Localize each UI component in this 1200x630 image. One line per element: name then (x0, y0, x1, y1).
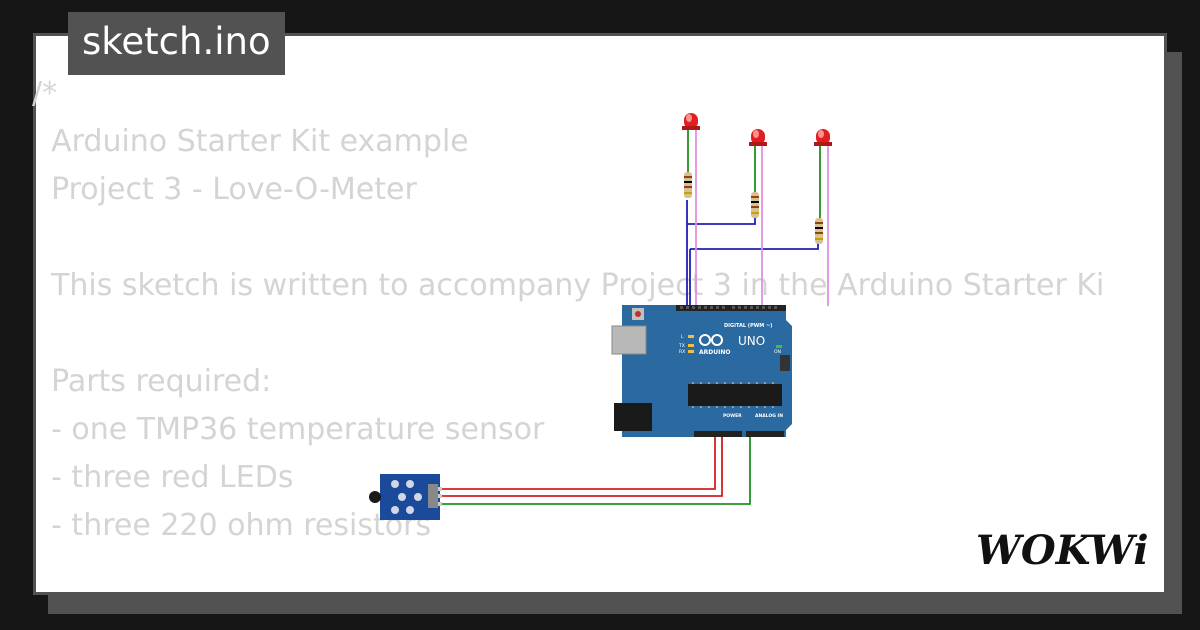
power-label: POWER (723, 413, 742, 419)
code-preview: /* Arduino Starter Kit example Project 3… (32, 70, 1104, 550)
wires (438, 130, 829, 505)
board-brand: ARDUINO (699, 349, 730, 356)
digital-label: DIGITAL (PWM ~) (724, 323, 772, 329)
code-line: Project 3 - Love-O-Meter (32, 172, 417, 207)
resistor-3[interactable] (815, 218, 823, 244)
wokwi-logo-text: WOKWi (976, 527, 1149, 574)
tmp36-sensor[interactable] (369, 474, 442, 520)
usb-port (611, 325, 647, 355)
code-line: This sketch is written to accompany Proj… (32, 268, 1105, 303)
wire-sensor-red-1 (438, 434, 716, 490)
wire-sensor-red-2 (438, 434, 723, 497)
code-line: - three red LEDs (32, 460, 294, 495)
wokwi-logo: WOKWi (976, 527, 1149, 574)
led-1[interactable] (682, 113, 700, 130)
analog-header (746, 431, 784, 437)
led-3[interactable] (814, 129, 832, 146)
code-line: Parts required: (32, 364, 272, 399)
led-2[interactable] (749, 129, 767, 146)
code-line: /* (32, 76, 58, 111)
code-line: - one TMP36 temperature sensor (32, 412, 545, 447)
arduino-logo-icon (699, 334, 723, 346)
label-tx: TX (678, 343, 685, 349)
resistor-2[interactable] (751, 192, 759, 218)
icsp-header (780, 355, 790, 371)
wire-gnd-3 (690, 242, 819, 250)
digital-header (676, 305, 786, 311)
label-l: L (681, 334, 684, 340)
label-rx: RX (679, 349, 685, 355)
board-model: UNO (738, 334, 765, 348)
power-jack (614, 403, 652, 431)
code-line: - three 220 ohm resistors (32, 508, 432, 543)
atmega-chip (688, 384, 782, 406)
wire-sensor-green (438, 434, 751, 505)
power-header (694, 431, 742, 437)
analog-label: ANALOG IN (755, 413, 783, 419)
arduino-uno-board[interactable]: DIGITAL (PWM ~) ARDUINO UNO L TX RX ON (611, 305, 792, 437)
code-line: Arduino Starter Kit example (32, 124, 469, 159)
resistor-1[interactable] (684, 172, 692, 198)
preview-card (33, 33, 1167, 595)
wire-gnd-2 (687, 216, 756, 225)
file-title-tab: sketch.ino (68, 12, 285, 75)
label-on: ON (774, 349, 781, 355)
